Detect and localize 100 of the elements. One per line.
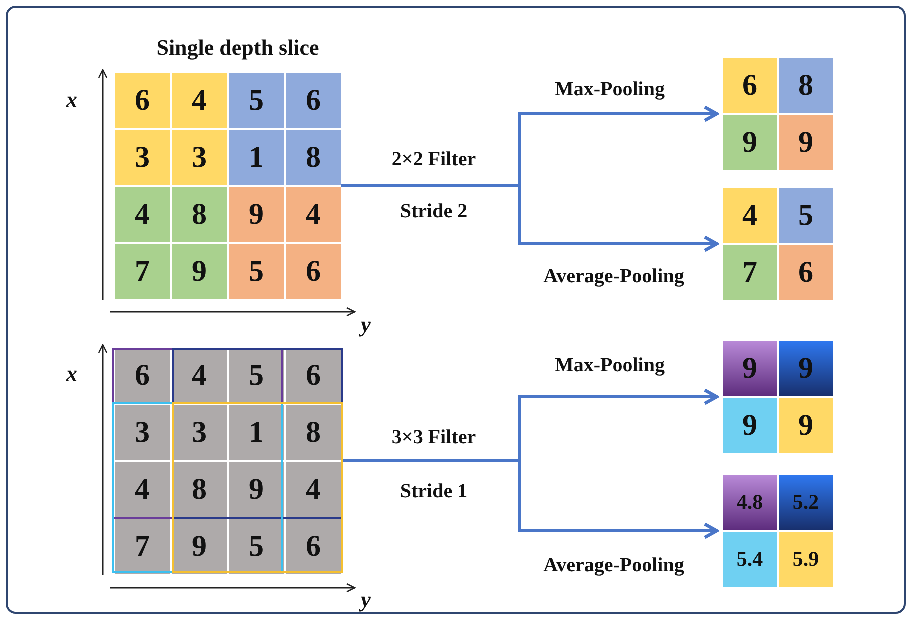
cell-value: 9 bbox=[192, 254, 207, 288]
matrix-cell bbox=[115, 244, 170, 299]
matrix-cell bbox=[779, 245, 833, 300]
cell-value: 4.8 bbox=[736, 490, 764, 515]
matrix-cell bbox=[779, 475, 833, 530]
cell-value: 6 bbox=[798, 256, 814, 290]
matrix-cell bbox=[723, 532, 777, 587]
edge-label: Average-Pooling bbox=[542, 266, 686, 288]
cell-value: 3 bbox=[135, 140, 150, 174]
matrix-cell bbox=[172, 405, 227, 460]
cell-value: 5 bbox=[798, 198, 814, 232]
cell-value: 8 bbox=[798, 68, 814, 102]
cell-value: 4 bbox=[135, 198, 150, 232]
cell-value: 4 bbox=[742, 198, 758, 232]
matrix-cell bbox=[172, 187, 227, 242]
cell-value: 1 bbox=[249, 140, 264, 174]
cell-value: 5.4 bbox=[736, 547, 764, 572]
matrix-cell bbox=[172, 462, 227, 517]
cell-value: 8 bbox=[306, 140, 321, 174]
edge-label: Max-Pooling bbox=[553, 354, 667, 378]
cell-value: 9 bbox=[798, 352, 814, 386]
cell-value: 5 bbox=[249, 530, 264, 564]
cell-value: 8 bbox=[192, 198, 207, 232]
edge-label: Average-Pooling bbox=[542, 554, 686, 578]
cell-value: 8 bbox=[192, 472, 207, 506]
matrix-cell bbox=[779, 58, 833, 113]
cell-value: 5 bbox=[249, 84, 264, 118]
matrix-cell bbox=[723, 341, 777, 396]
matrix-cell bbox=[286, 187, 341, 242]
flow-arrow bbox=[341, 184, 719, 252]
cell-value: 5.9 bbox=[792, 547, 820, 572]
matrix-cell bbox=[286, 462, 341, 517]
matrix-cell bbox=[723, 115, 777, 170]
cell-value: 4 bbox=[192, 84, 207, 118]
cell-value: 3 bbox=[192, 140, 207, 174]
matrix-cell bbox=[723, 398, 777, 453]
axis-label: y bbox=[361, 587, 371, 613]
matrix-cell bbox=[172, 73, 227, 128]
filter-label: Stride 2 bbox=[400, 200, 468, 224]
matrix-cell bbox=[115, 348, 170, 403]
cell-value: 7 bbox=[135, 530, 150, 564]
cell-value: 3 bbox=[135, 416, 150, 450]
cell-value: 5.2 bbox=[792, 490, 820, 515]
matrix-cell bbox=[115, 187, 170, 242]
cell-value: 9 bbox=[742, 408, 758, 442]
matrix-cell bbox=[115, 519, 170, 574]
cell-value: 6 bbox=[135, 358, 150, 392]
matrix-cell bbox=[115, 73, 170, 128]
filter-label: 3×3 Filter bbox=[392, 426, 476, 450]
matrix-cell bbox=[229, 462, 284, 517]
cell-value: 4 bbox=[192, 358, 207, 392]
matrix-cell bbox=[723, 245, 777, 300]
cell-value: 1 bbox=[249, 416, 264, 450]
cell-value: 6 bbox=[306, 254, 321, 288]
edge-label: Max-Pooling bbox=[553, 78, 667, 102]
cell-value: 4 bbox=[306, 198, 321, 232]
cell-value: 7 bbox=[742, 256, 758, 290]
matrix-cell bbox=[286, 244, 341, 299]
filter-label: Stride 1 bbox=[400, 480, 468, 504]
matrix-cell bbox=[229, 73, 284, 128]
matrix-cell bbox=[286, 519, 341, 574]
matrix-cell bbox=[286, 348, 341, 403]
cell-value: 5 bbox=[249, 254, 264, 288]
matrix-cell bbox=[779, 341, 833, 396]
matrix-cell bbox=[172, 130, 227, 185]
axis-label: x bbox=[66, 361, 78, 387]
matrix-cell bbox=[779, 115, 833, 170]
matrix-cell bbox=[229, 519, 284, 574]
matrix-cell bbox=[172, 348, 227, 403]
matrix-cell bbox=[286, 405, 341, 460]
matrix-cell bbox=[723, 188, 777, 243]
cell-value: 6 bbox=[306, 530, 321, 564]
cell-value: 9 bbox=[742, 126, 758, 160]
cell-value: 6 bbox=[742, 68, 758, 102]
matrix-cell bbox=[779, 188, 833, 243]
matrix-cell bbox=[779, 532, 833, 587]
cell-value: 4 bbox=[306, 472, 321, 506]
cell-value: 8 bbox=[306, 416, 321, 450]
matrix-cell bbox=[115, 405, 170, 460]
matrix-cell bbox=[286, 130, 341, 185]
cell-value: 6 bbox=[306, 358, 321, 392]
matrix-cell bbox=[229, 244, 284, 299]
matrix-cell bbox=[115, 462, 170, 517]
output-grid bbox=[723, 475, 833, 587]
matrix-cell bbox=[172, 244, 227, 299]
axis-label: x bbox=[66, 87, 78, 113]
axis-label: y bbox=[361, 312, 371, 338]
matrix-cell bbox=[229, 187, 284, 242]
cell-value: 6 bbox=[135, 84, 150, 118]
cell-value: 6 bbox=[306, 84, 321, 118]
matrix-cell bbox=[723, 475, 777, 530]
matrix-cell bbox=[115, 130, 170, 185]
cell-value: 9 bbox=[798, 126, 814, 160]
matrix-cell bbox=[723, 58, 777, 113]
cell-value: 5 bbox=[249, 358, 264, 392]
matrix-cell bbox=[229, 130, 284, 185]
cell-value: 9 bbox=[192, 530, 207, 564]
output-grid bbox=[723, 341, 833, 453]
matrix-cell bbox=[172, 519, 227, 574]
output-grid bbox=[115, 348, 341, 574]
